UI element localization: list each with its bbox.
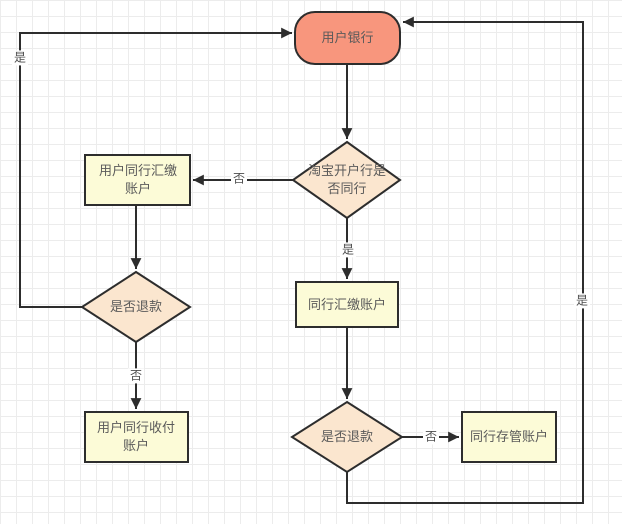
bank-remit-node-shape [295, 281, 399, 328]
custody-node-shape [461, 411, 557, 463]
edge-label-refund-left-no: 否 [127, 368, 145, 384]
edge-refund-bottom-yes-loop [346, 16, 584, 504]
taobao-check-label: 淘宝开户行是否同行 [307, 163, 386, 196]
edge-label-taobao-yes: 是 [339, 242, 357, 258]
edge-label-taobao-no: 否 [230, 171, 248, 187]
refund-left-label: 是否退款 [109, 299, 162, 315]
refund-left-diamond [80, 270, 192, 344]
refund-bottom-label: 是否退款 [320, 429, 373, 445]
custody-label: 同行存管账户 [469, 429, 548, 445]
bank-node-shape [294, 11, 401, 65]
bank-node-label: 用户银行 [321, 30, 374, 46]
user-pay-label: 用户同行收付账户 [96, 420, 175, 453]
edge-label-refund-bottom-yes: 是 [573, 293, 591, 309]
bank-remit-label: 同行汇缴账户 [307, 296, 386, 312]
refund-bottom-diamond [290, 400, 404, 474]
user-remit-label: 用户同行汇缴账户 [98, 163, 177, 196]
user-pay-node-shape [84, 411, 189, 463]
edge-refund-left-yes-loop [19, 27, 292, 308]
user-remit-node-shape [84, 154, 191, 206]
edge-label-refund-bottom-no: 否 [422, 429, 440, 445]
edge-label-refund-left-yes: 是 [11, 50, 29, 66]
taobao-check-diamond [291, 140, 402, 220]
